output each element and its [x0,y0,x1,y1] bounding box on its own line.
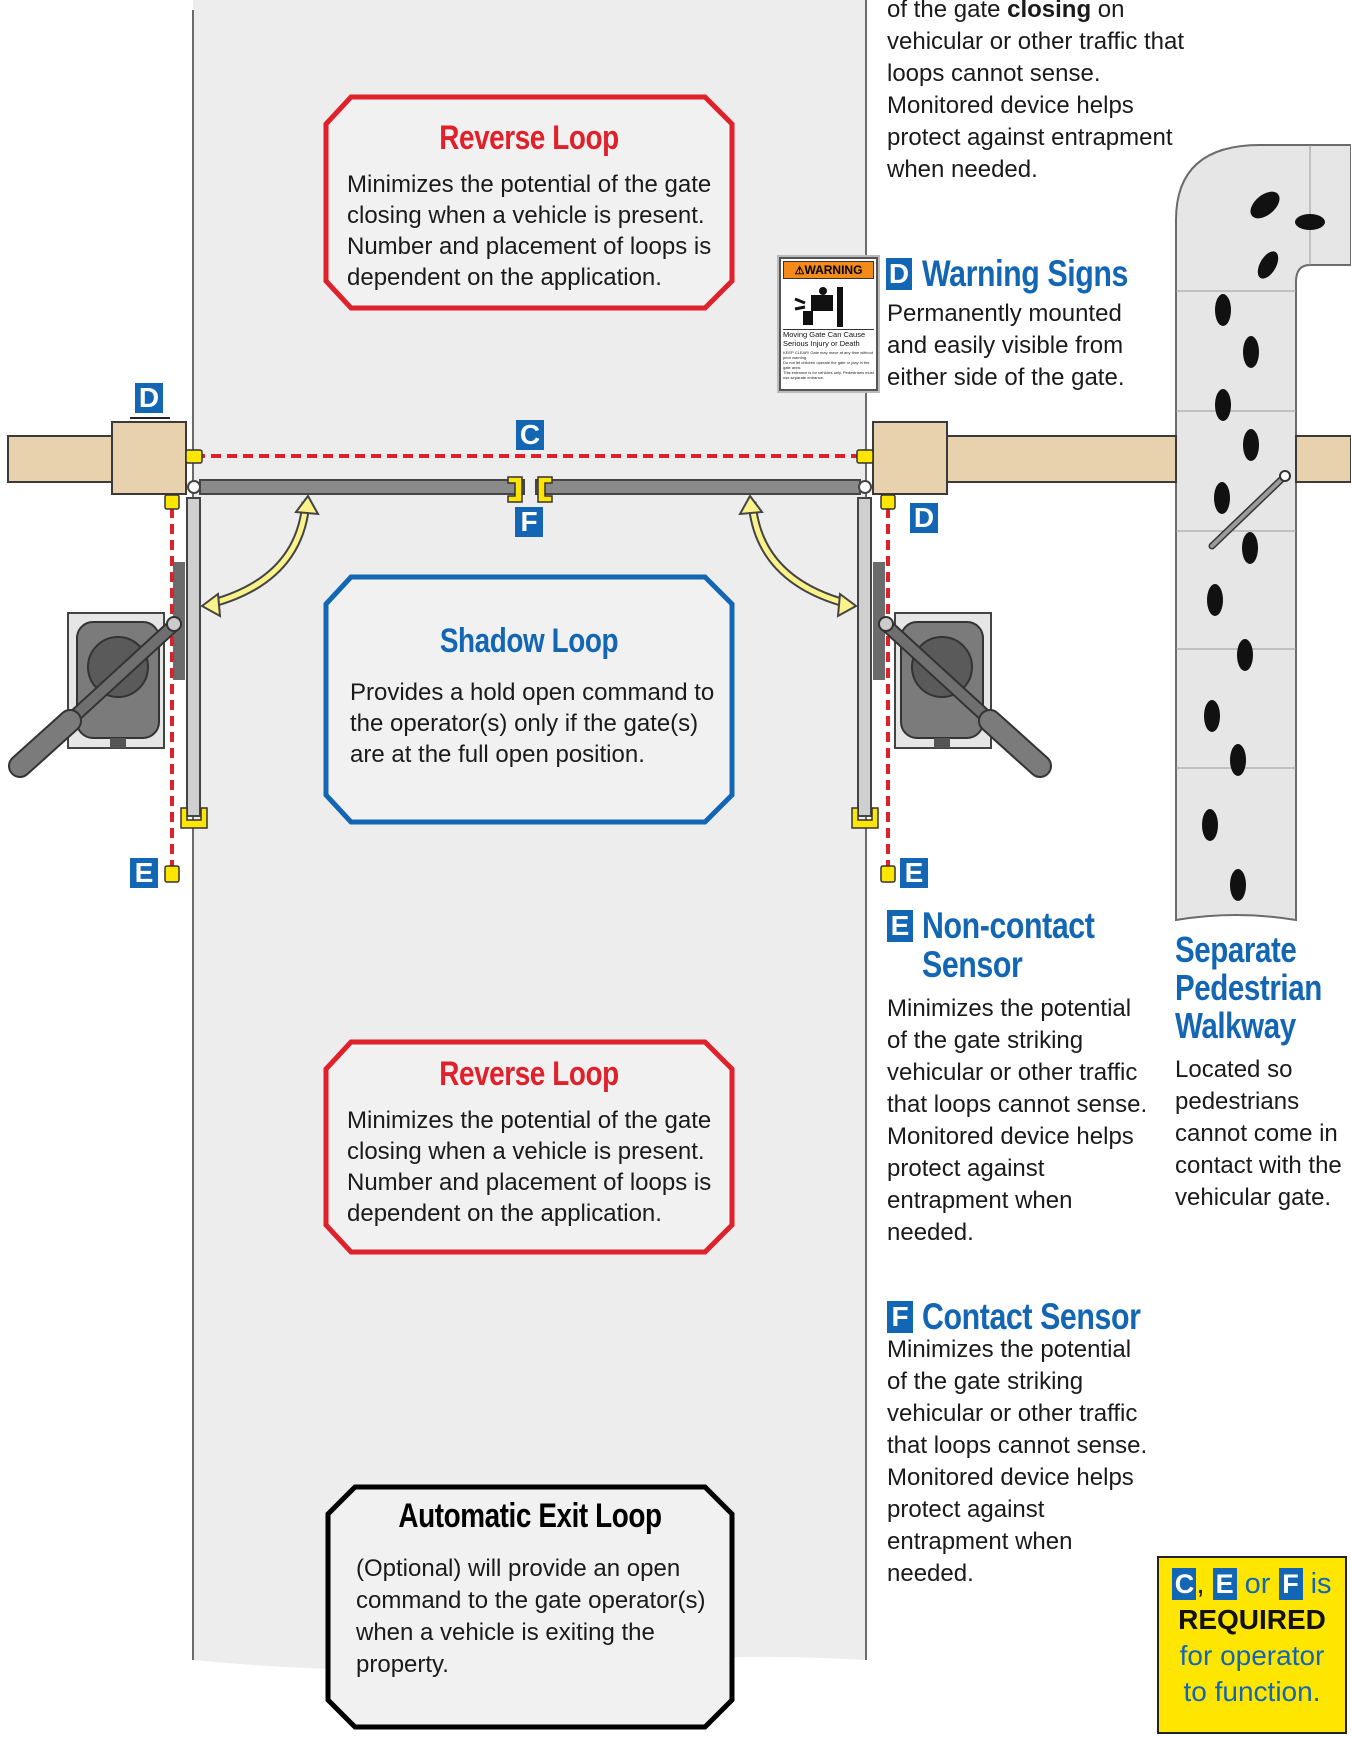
warning-signs-letter: D [886,258,912,290]
fence-far-right [1295,435,1351,483]
open-gate-left [186,497,201,817]
shadow-loop-body: Provides a hold open command to the oper… [350,679,715,768]
walkway-title-line1: Separate [1175,929,1297,970]
reverse-loop-bottom-title: Reverse Loop [439,1055,619,1093]
top-text-bold: closing [1007,0,1092,23]
non-contact-title-line1: Non-contact [922,905,1095,946]
automatic-exit-loop: Automatic Exit Loop (Optional) will prov… [328,1487,732,1727]
required-notice-required: REQUIRED [1178,1604,1326,1635]
top-text-post: on [1091,0,1125,23]
warning-sign-text: Moving Gate Can Cause Serious Injury or … [783,329,874,348]
label-d-left: D [135,383,163,413]
label-e-left: E [130,858,158,888]
non-contact-title-line2: Sensor [922,944,1023,985]
warning-sign-line2: Serious Injury or Death [783,339,860,348]
footprints-icon [1202,191,1325,901]
operator-right-icon [878,612,1052,778]
required-notice-line3: for operator [1179,1640,1325,1671]
warning-sign-fine2: Do not let children operate the gate or … [783,360,870,370]
sensor-units [164,449,896,883]
reverse-loop-top: Reverse Loop Minimizes the potential of … [326,97,732,308]
required-badge-f: F [1278,1568,1303,1600]
required-notice: C, E or F is REQUIRED for operator to fu… [1157,1556,1347,1734]
walkway-body: Located so pedestrians cannot come in co… [1175,1056,1342,1211]
required-comma: , [1196,1568,1205,1600]
warning-sign-fineprint: KEEP CLEAR! Gate may move at any time wi… [783,350,874,380]
reverse-loop-top-title: Reverse Loop [439,119,619,157]
contact-letter: F [887,1301,913,1333]
automatic-exit-loop-title: Automatic Exit Loop [398,1497,662,1535]
warning-triangle-icon: ⚠ [794,265,805,277]
contact-edge-center [507,476,553,503]
automatic-exit-loop-outline [325,1484,735,1730]
pedestrian-walkway [1175,144,1351,922]
contact-edge-left [180,807,208,829]
warning-signs-body: Permanently mounted and easily visible f… [887,300,1125,391]
warning-sign: ⚠WARNING Moving Gate Can Cause Serious I… [779,257,878,391]
label-d-right: D [910,503,938,533]
warning-signs-title: Warning Signs [922,253,1128,294]
shadow-loop-outline [323,574,735,825]
required-badge-c: C [1172,1568,1197,1600]
required-notice-line4: to function. [1183,1676,1321,1707]
shadow-loop: Shadow Loop Provides a hold open command… [326,577,732,822]
walkway-title-line3: Walkway [1175,1005,1296,1046]
gate-leaf-left [199,479,525,495]
non-contact-letter: E [887,910,913,942]
reverse-loop-bottom: Reverse Loop Minimizes the potential of … [326,1042,732,1252]
top-text-rest: vehicular or other traffic that loops ca… [887,28,1185,183]
top-sensor-description: of the gate closing on vehicular or othe… [887,0,1187,186]
warning-sign-fine1: KEEP CLEAR! Gate may move at any time wi… [783,350,873,360]
top-text-pre: of the gate [887,0,1008,23]
contact-edge-right [851,807,879,829]
required-or: or [1244,1568,1271,1600]
contact-title: Contact Sensor [922,1296,1141,1337]
reverse-loop-top-outline [323,94,735,311]
swing-arrows-icon [208,501,850,609]
gate-leaf-right [535,479,861,495]
non-contact-body: Minimizes the potential of the gate stri… [887,995,1148,1246]
contact-body: Minimizes the potential of the gate stri… [887,1336,1148,1587]
reverse-loop-bottom-body: Minimizes the potential of the gate clos… [347,1107,712,1227]
warning-sign-line1: Moving Gate Can Cause [783,330,866,339]
shadow-loop-title: Shadow Loop [439,622,619,660]
automatic-exit-loop-body: (Optional) will provide an open command … [356,1555,706,1678]
warning-sign-header-text: WARNING [804,263,863,277]
fence-left [7,435,113,483]
post-right [872,421,948,495]
required-badge-e: E [1212,1568,1237,1600]
reverse-loop-bottom-outline [323,1039,735,1255]
post-left [111,421,187,495]
required-is: is [1310,1568,1332,1600]
operator-left-icon [8,612,182,778]
label-f-center: F [515,507,543,537]
pedestrian-gate-icon [1208,470,1291,550]
label-e-right: E [900,858,928,888]
fence-right [945,435,1177,483]
crush-hazard-icon [794,287,843,327]
open-gate-right [857,497,872,817]
warning-sign-header: ⚠WARNING [783,261,874,279]
required-notice-line1: C, E or F is [1159,1566,1345,1602]
reverse-loop-top-body: Minimizes the potential of the gate clos… [347,171,712,291]
label-c-top: C [516,420,544,450]
warning-sign-fine3: This entrance is for vehicles only. Pede… [783,370,874,380]
walkway-title-line2: Pedestrian [1175,967,1322,1008]
